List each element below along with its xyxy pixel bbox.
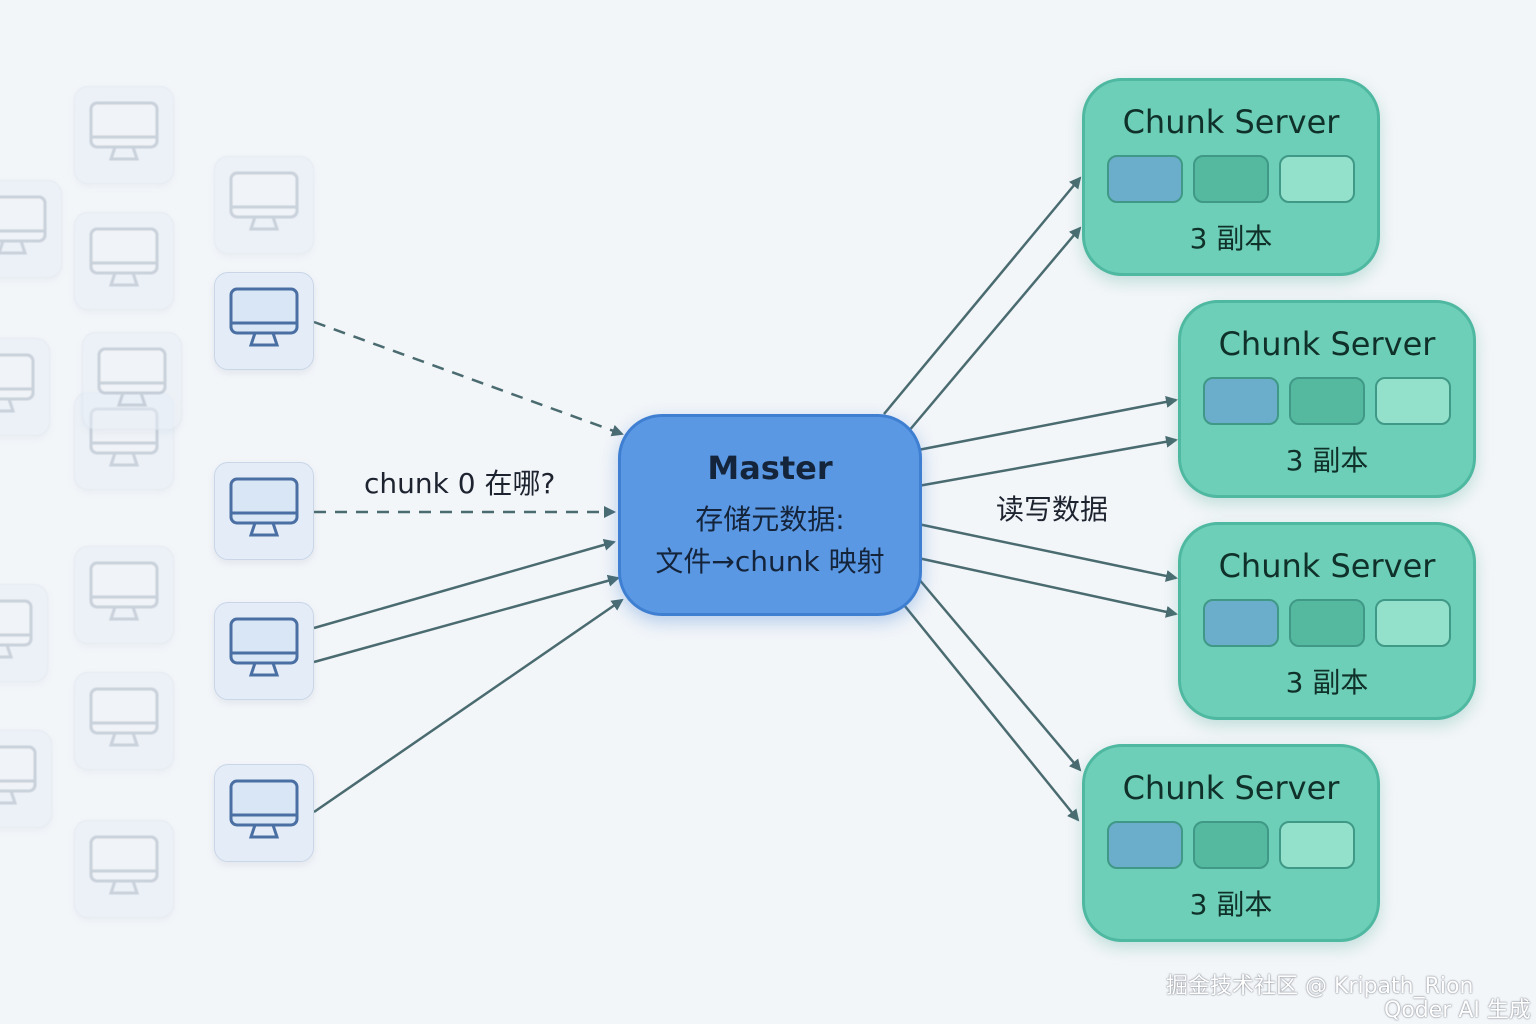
monitor-icon xyxy=(89,227,159,295)
rw-arrow-2b xyxy=(917,435,1178,488)
master-node: Master 存储元数据: 文件→chunk 映射 xyxy=(618,414,922,616)
client-node xyxy=(214,156,314,254)
client-node xyxy=(0,338,50,436)
monitor-icon xyxy=(0,745,37,813)
monitor-icon xyxy=(97,347,167,415)
rw-arrow-4b xyxy=(899,599,1080,822)
replica-block xyxy=(1193,821,1269,869)
read-write-label: 读写数据 xyxy=(996,493,1109,526)
monitor-icon xyxy=(89,561,159,629)
replica-block xyxy=(1203,599,1279,647)
replica-group xyxy=(1085,821,1377,869)
monitor-icon xyxy=(0,195,47,263)
monitor-icon xyxy=(229,477,299,545)
master-title: Master xyxy=(707,449,833,487)
monitor-icon xyxy=(229,171,299,239)
rw-arrow-1b xyxy=(907,226,1082,433)
replica-block xyxy=(1203,377,1279,425)
chunk-server: Chunk Server 3 副本 xyxy=(1178,522,1476,720)
query-label: chunk 0 在哪? xyxy=(364,467,556,500)
monitor-icon xyxy=(89,687,159,755)
client-arrow-4 xyxy=(313,574,620,664)
monitor-icon xyxy=(89,835,159,903)
client-node xyxy=(214,602,314,700)
chunk-server: Chunk Server 3 副本 xyxy=(1178,300,1476,498)
replica-block xyxy=(1289,599,1365,647)
client-arrow-3 xyxy=(313,538,616,630)
chunk-server-title: Chunk Server xyxy=(1122,103,1340,141)
monitor-icon xyxy=(0,599,33,667)
chunk-server-title: Chunk Server xyxy=(1122,769,1340,807)
master-desc-line1: 存储元数据: xyxy=(695,503,845,536)
client-node xyxy=(0,584,48,682)
rw-arrow-2a xyxy=(917,396,1178,452)
client-node xyxy=(74,86,174,184)
replica-block xyxy=(1375,599,1451,647)
rw-arrow-4a xyxy=(917,577,1082,772)
chunk-server: Chunk Server 3 副本 xyxy=(1082,744,1380,942)
rw-arrow-1a xyxy=(883,176,1082,415)
replica-count: 3 副本 xyxy=(1189,222,1273,255)
client-node xyxy=(74,820,174,918)
query-arrow-1 xyxy=(313,320,624,437)
watermark-line2: Qoder AI 生成 xyxy=(1384,998,1531,1023)
replica-count: 3 副本 xyxy=(1285,666,1369,699)
client-node xyxy=(82,332,182,430)
replica-block xyxy=(1279,821,1355,869)
replica-count: 3 副本 xyxy=(1189,888,1273,921)
client-node xyxy=(74,546,174,644)
rw-arrow-3b xyxy=(917,556,1178,618)
rw-arrow-3a xyxy=(917,522,1178,582)
client-node xyxy=(74,212,174,310)
monitor-icon xyxy=(229,779,299,847)
replica-block xyxy=(1279,155,1355,203)
monitor-icon xyxy=(0,353,35,421)
replica-group xyxy=(1181,377,1473,425)
monitor-icon xyxy=(89,101,159,169)
replica-group xyxy=(1085,155,1377,203)
replica-block xyxy=(1107,155,1183,203)
client-node xyxy=(214,764,314,862)
chunk-server-title: Chunk Server xyxy=(1218,547,1436,585)
client-node xyxy=(74,672,174,770)
client-node xyxy=(0,730,52,828)
monitor-icon xyxy=(229,617,299,685)
client-node xyxy=(214,272,314,370)
master-desc-line2: 文件→chunk 映射 xyxy=(655,545,885,578)
chunk-server: Chunk Server 3 副本 xyxy=(1082,78,1380,276)
replica-count: 3 副本 xyxy=(1285,444,1369,477)
replica-block xyxy=(1289,377,1365,425)
client-node xyxy=(214,462,314,560)
replica-block xyxy=(1375,377,1451,425)
replica-group xyxy=(1181,599,1473,647)
watermark-line1: 掘金技术社区 @ Kripath_Rion xyxy=(1166,974,1474,999)
client-node xyxy=(0,180,62,278)
replica-block xyxy=(1107,821,1183,869)
replica-block xyxy=(1193,155,1269,203)
chunk-server-title: Chunk Server xyxy=(1218,325,1436,363)
monitor-icon xyxy=(229,287,299,355)
client-arrow-5 xyxy=(313,598,624,814)
